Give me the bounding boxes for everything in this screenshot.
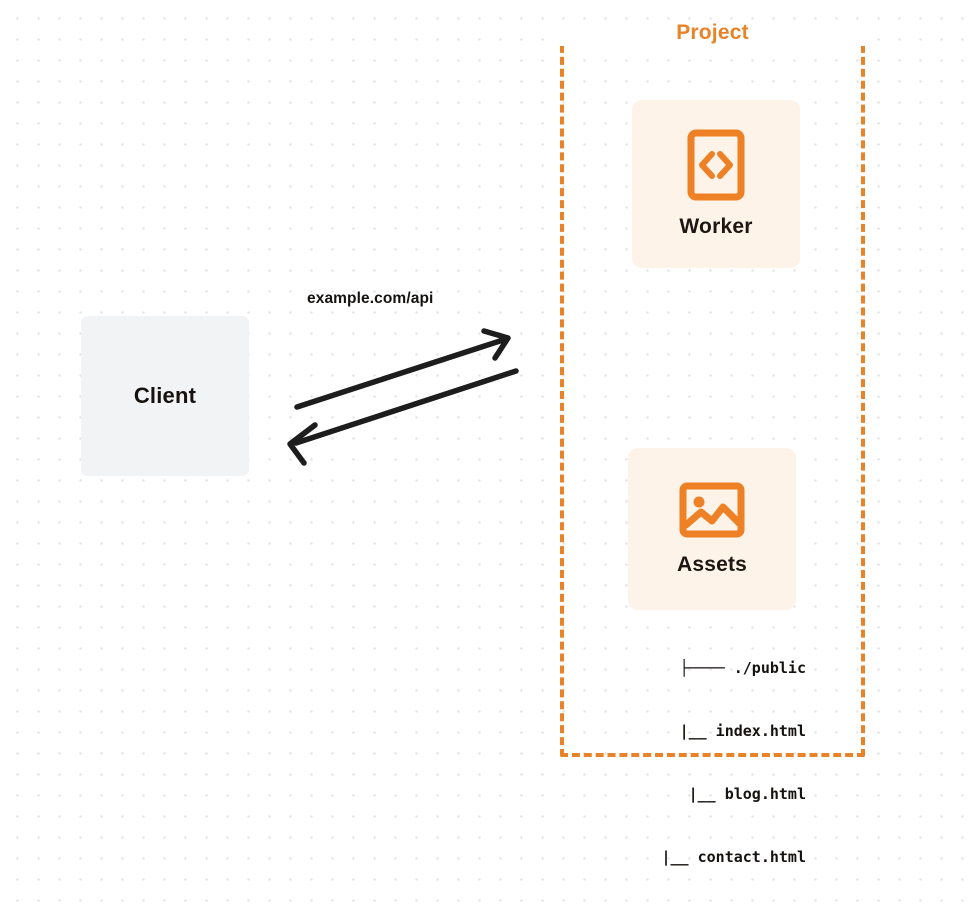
client-node[interactable]: Client	[81, 316, 249, 476]
file-tree-row: ├──── ./public	[679, 659, 806, 677]
request-arrow	[294, 328, 511, 410]
assets-file-tree: ├──── ./public |__ index.html |__ blog.h…	[596, 616, 807, 910]
worker-card[interactable]: Worker	[632, 100, 800, 268]
file-tree-row: |__ contact.html	[661, 848, 807, 866]
image-icon	[679, 482, 745, 538]
project-title: Project	[670, 21, 755, 44]
file-tree-row: |__ index.html	[679, 722, 806, 740]
project-title-wrap: Project	[560, 20, 865, 46]
assets-card[interactable]: Assets	[628, 448, 796, 610]
response-arrow	[287, 368, 519, 466]
client-label: Client	[133, 383, 197, 408]
connection-label: example.com/api	[307, 290, 434, 307]
code-brackets-icon	[687, 129, 745, 201]
worker-card-label: Worker	[679, 215, 753, 238]
diagram-canvas: Client example.com/api Project Worker	[81, 20, 865, 866]
file-tree-row: |__ blog.html	[688, 785, 806, 803]
assets-card-label: Assets	[676, 553, 748, 576]
